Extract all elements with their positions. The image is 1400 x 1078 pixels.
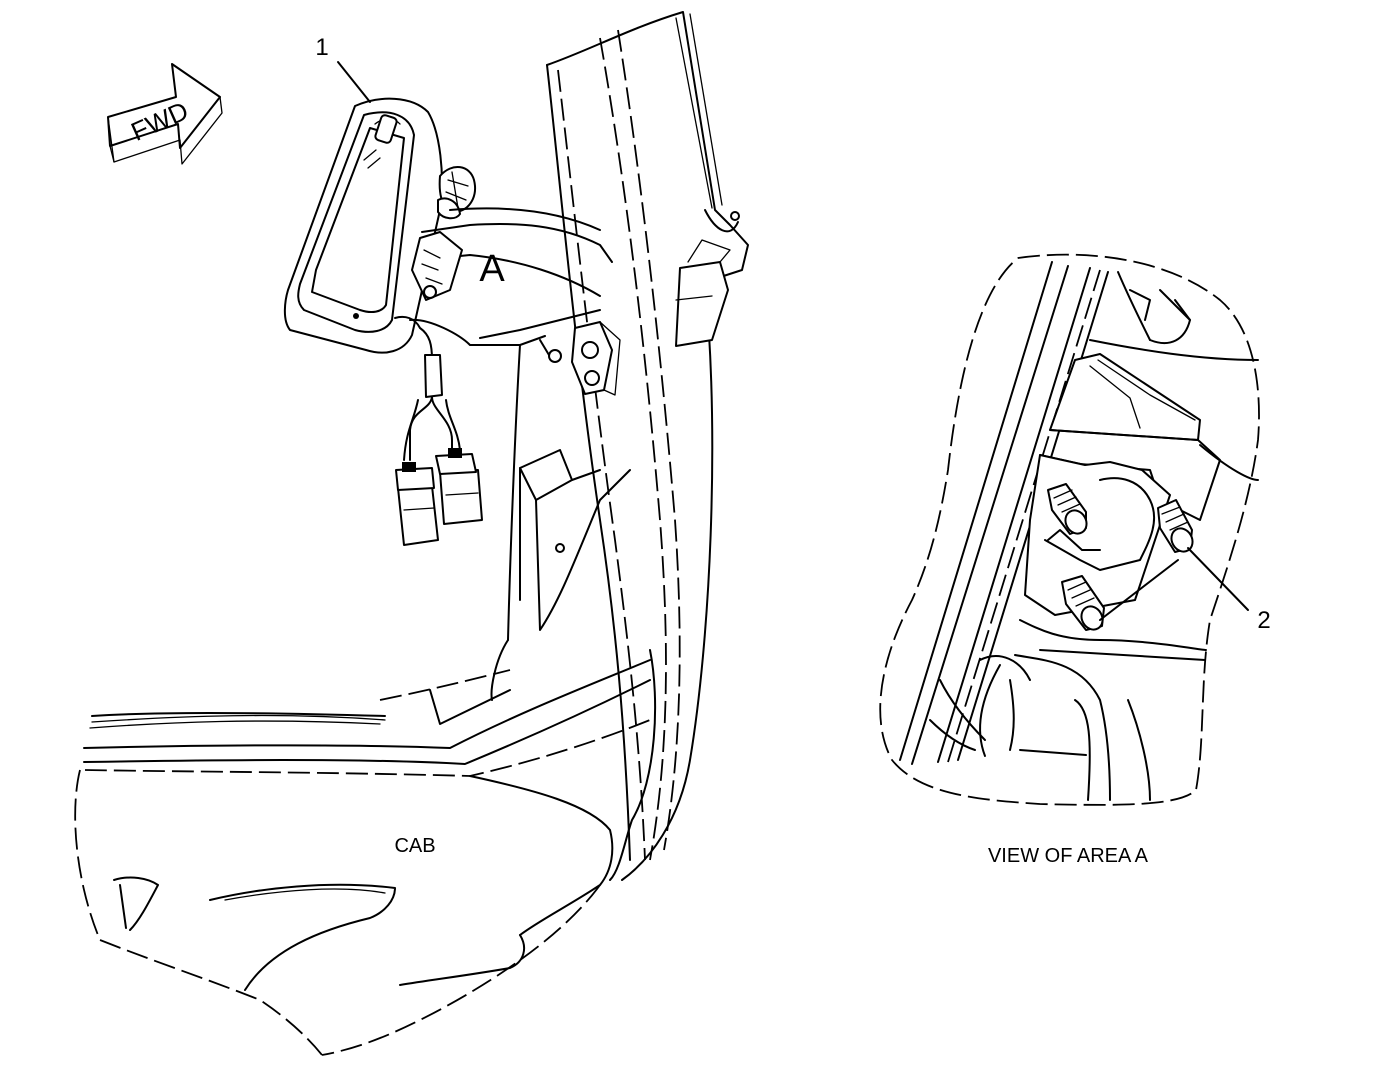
harness-connectors [394, 315, 483, 546]
main-view [74, 11, 749, 1056]
display-monitor [283, 97, 476, 354]
cab-body [74, 649, 657, 1056]
lower-console [379, 449, 631, 725]
callout-1-leader [337, 61, 371, 103]
view-of-area-label: VIEW OF AREA A [988, 845, 1149, 867]
callout-1: 1 [315, 34, 328, 61]
detail-view-area-a [879, 253, 1260, 806]
cab-pillar [546, 11, 749, 881]
pillar-latch [571, 321, 621, 396]
callout-area-a: A [479, 248, 505, 290]
fwd-arrow-icon: FWD [107, 63, 223, 165]
mount-bracket [409, 207, 613, 641]
mounting-studs [1047, 483, 1194, 631]
callout-2-leader-b [1099, 559, 1179, 621]
callout-2-leader [1187, 547, 1249, 611]
cab-label: CAB [394, 835, 435, 857]
callout-2: 2 [1257, 607, 1270, 634]
